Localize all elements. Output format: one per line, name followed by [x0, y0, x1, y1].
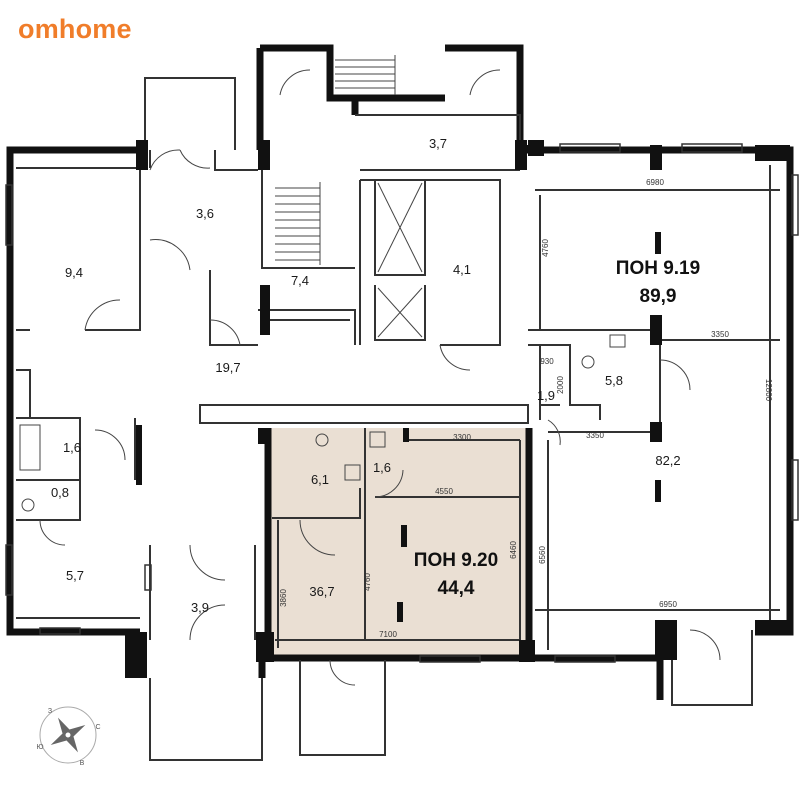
fixtures — [19, 334, 626, 512]
compass-north: С — [95, 724, 100, 731]
bathtub-icon — [19, 424, 41, 471]
dimension-label: 6980 — [646, 178, 664, 187]
toilet-icon — [21, 498, 35, 512]
compass-icon: З Ю В С — [36, 706, 101, 767]
room-area-label: 7,4 — [291, 273, 309, 288]
room-area-label: 9,4 — [65, 265, 83, 280]
dimension-label: 6460 — [509, 541, 518, 559]
dimension-label: 4760 — [363, 573, 372, 591]
unit-markers — [397, 232, 661, 622]
dimension-label: 6560 — [538, 546, 547, 564]
sink-icon — [344, 464, 361, 481]
elevator-shafts — [377, 182, 423, 338]
toilet-icon — [315, 433, 329, 447]
dimension-label: 3350 — [711, 330, 729, 339]
interior-lines — [16, 77, 780, 761]
dimension-label: 930 — [540, 357, 554, 366]
dimension-label: 7100 — [379, 630, 397, 639]
dimension-label: 3350 — [586, 431, 604, 440]
room-area-label: 36,7 — [309, 584, 334, 599]
dimension-label: 4760 — [541, 239, 550, 257]
compass-east: В — [80, 760, 85, 767]
room-area-label: 6,1 — [311, 472, 329, 487]
dimension-label: 6950 — [659, 600, 677, 609]
brand-logo: omhome — [18, 14, 132, 44]
doors — [39, 69, 721, 686]
stairs — [275, 55, 396, 265]
room-area-label: 3,6 — [196, 206, 214, 221]
dimension-label: 12800 — [764, 379, 773, 402]
sink-icon — [369, 431, 386, 448]
room-area-label: 4,1 — [453, 262, 471, 277]
room-area-label: 1,9 — [537, 388, 555, 403]
room-area-label: 3,9 — [191, 600, 209, 615]
room-area-label: 19,7 — [215, 360, 240, 375]
dimension-label: 3300 — [453, 433, 471, 442]
windows — [5, 143, 799, 663]
unit-920-name[interactable]: ПОН 9.20 — [414, 550, 498, 571]
room-area-label: 82,2 — [655, 453, 680, 468]
unit-919-area: 89,9 — [640, 286, 677, 307]
dimension-label: 3860 — [279, 589, 288, 607]
unit-919-name[interactable]: ПОН 9.19 — [616, 258, 700, 279]
room-area-label: 1,6 — [373, 460, 391, 475]
compass-south: Ю — [36, 744, 43, 751]
room-area-label: 1,6 — [63, 440, 81, 455]
dimension-label: 4550 — [435, 487, 453, 496]
compass-west: З — [48, 708, 52, 715]
room-area-label: 5,7 — [66, 568, 84, 583]
sink-icon — [609, 334, 626, 348]
toilet-icon — [581, 355, 595, 369]
room-area-label: 0,8 — [51, 485, 69, 500]
room-area-label: 3,7 — [429, 136, 447, 151]
dimension-label: 2000 — [556, 376, 565, 394]
columns — [125, 140, 790, 678]
room-area-label: 5,8 — [605, 373, 623, 388]
unit-920-area: 44,4 — [438, 578, 475, 599]
